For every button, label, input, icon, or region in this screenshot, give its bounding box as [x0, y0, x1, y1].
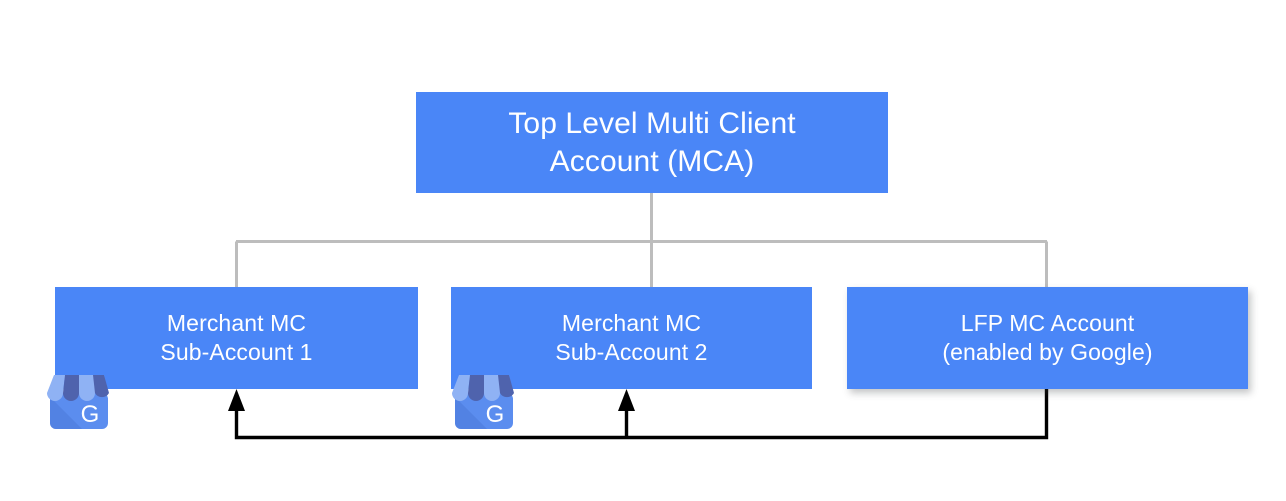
node-lfp-line1: LFP MC Account [960, 310, 1135, 337]
tree-connectors [235, 193, 1048, 287]
feedback-arrowheads [228, 389, 635, 411]
node-sub1-line2: Sub-Account 1 [160, 339, 313, 365]
node-sub2-line1: Merchant MC [561, 310, 702, 337]
google-my-business-storefront-icon: G [452, 375, 514, 429]
node-lfp-line2: (enabled by Google) [942, 339, 1153, 365]
node-merchant-mc-sub-account-1[interactable]: Merchant MC Sub-Account 1 [55, 287, 418, 389]
node-mca-line2: Account (MCA) [549, 144, 755, 178]
arrowhead-sub1 [228, 389, 245, 411]
svg-text:G: G [81, 401, 100, 428]
arrowhead-sub2 [618, 389, 635, 411]
svg-text:G: G [486, 401, 505, 428]
node-top-level-mca[interactable]: Top Level Multi Client Account (MCA) [416, 92, 888, 193]
feedback-path-lfp-to-subs [234, 389, 1049, 440]
node-sub1-line1: Merchant MC [166, 310, 307, 337]
node-lfp-mc-account[interactable]: LFP MC Account (enabled by Google) [847, 287, 1248, 389]
node-sub2-line2: Sub-Account 2 [555, 339, 708, 365]
feedback-arrows [234, 389, 1049, 440]
google-my-business-storefront-icon: G [47, 375, 109, 429]
node-merchant-mc-sub-account-2[interactable]: Merchant MC Sub-Account 2 [451, 287, 812, 389]
node-mca-line1: Top Level Multi Client [508, 106, 796, 140]
